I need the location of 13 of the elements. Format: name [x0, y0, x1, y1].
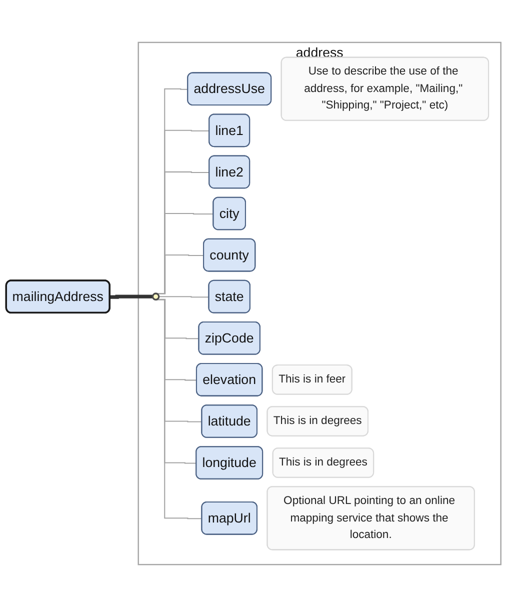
node-label: Optional URL pointing to an online mapping service that shows the location.	[284, 494, 456, 541]
connector	[156, 130, 210, 294]
node-label: This is in degrees	[273, 414, 362, 428]
node-circle	[152, 292, 160, 300]
connector	[158, 296, 210, 298]
node-label: This is in feer	[278, 373, 346, 386]
connector	[156, 212, 214, 294]
connector	[156, 299, 202, 520]
connector	[156, 171, 210, 294]
connector	[110, 294, 153, 299]
node-label: This is in degrees	[278, 456, 368, 469]
node-label: Use to describe the use of the address, for example, "Mailing," "Shipping," "Project," etc)	[304, 66, 463, 112]
connector	[156, 254, 204, 294]
